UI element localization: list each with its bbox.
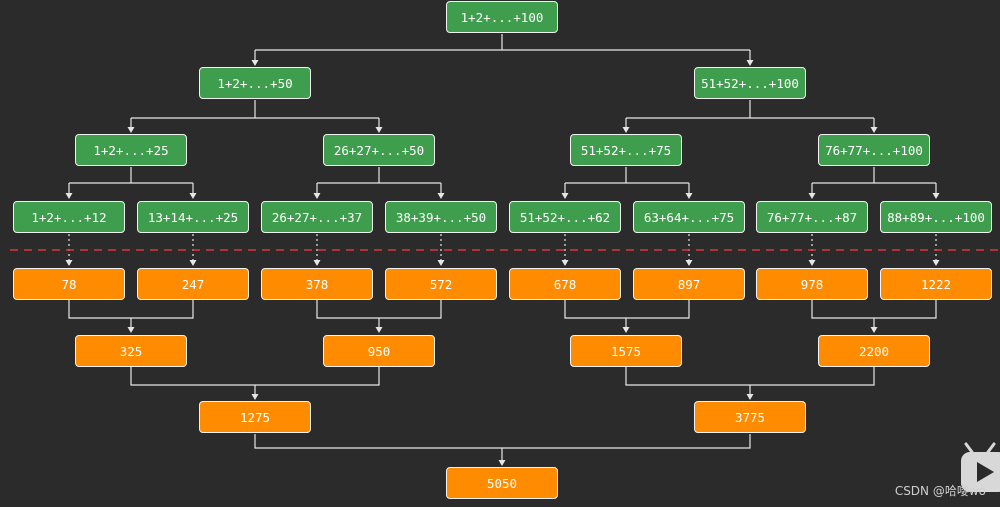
split-node-l1: 1+2+...+50	[199, 67, 311, 99]
bilibili-tv-icon	[961, 442, 1000, 492]
merge-node-leaf: 378	[261, 268, 373, 300]
split-node-leaf: 38+39+...+50	[385, 201, 497, 233]
split-node-root: 1+2+...+100	[446, 1, 558, 33]
split-node-l2: 51+52+...+75	[570, 134, 682, 166]
split-node-l2: 26+27+...+50	[323, 134, 435, 166]
watermark: CSDN @哈喽wo	[894, 484, 986, 498]
merge-node-l2: 950	[323, 335, 435, 367]
split-node-l1: 51+52+...+100	[694, 67, 806, 99]
merge-node-leaf: 78	[13, 268, 125, 300]
split-node-leaf: 26+27+...+37	[261, 201, 373, 233]
merge-node-l1: 1275	[199, 401, 311, 433]
split-node-leaf: 13+14+...+25	[137, 201, 249, 233]
merge-node-root: 5050	[446, 467, 558, 499]
merge-node-l1: 3775	[694, 401, 806, 433]
merge-node-l2: 325	[75, 335, 187, 367]
merge-node-leaf: 1222	[880, 268, 992, 300]
merge-node-leaf: 247	[137, 268, 249, 300]
merge-node-leaf: 678	[509, 268, 621, 300]
split-node-l2: 1+2+...+25	[75, 134, 187, 166]
split-node-leaf: 63+64+...+75	[633, 201, 745, 233]
merge-node-l2: 2200	[818, 335, 930, 367]
split-node-l2: 76+77+...+100	[818, 134, 930, 166]
split-node-leaf: 76+77+...+87	[756, 201, 868, 233]
merge-node-leaf: 572	[385, 268, 497, 300]
split-node-leaf: 51+52+...+62	[509, 201, 621, 233]
merge-node-l2: 1575	[570, 335, 682, 367]
split-node-leaf: 1+2+...+12	[13, 201, 125, 233]
merge-node-leaf: 897	[633, 268, 745, 300]
merge-node-leaf: 978	[756, 268, 868, 300]
split-node-leaf: 88+89+...+100	[880, 201, 992, 233]
